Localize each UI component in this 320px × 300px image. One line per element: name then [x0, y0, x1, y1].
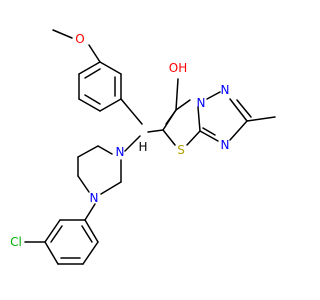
- bond: [199, 130, 219, 142]
- bond: [88, 44, 101, 63]
- bond: [44, 219, 61, 243]
- triazole-nitrogen-bottom-label: N: [221, 138, 230, 152]
- bond: [246, 116, 276, 122]
- bond: [99, 98, 122, 112]
- triazole-nitrogen-top-label: N: [221, 83, 230, 97]
- bond: [78, 98, 101, 112]
- methoxy-oxygen-label: O: [75, 32, 84, 46]
- hydroxyl-label: OH: [169, 61, 187, 75]
- bond: [165, 109, 177, 125]
- molecule-structure: O OH N N N S H N N Cl: [10, 29, 276, 265]
- sulfur-label: S: [177, 143, 185, 157]
- piperazine-nitrogen-top-label: N: [116, 145, 125, 159]
- bond: [84, 203, 96, 221]
- bond: [175, 99, 191, 111]
- bond: [77, 175, 90, 193]
- bond: [78, 61, 101, 75]
- bond: [100, 181, 122, 195]
- molecule-diagram: O OH N N N S H N N Cl: [10, 29, 276, 265]
- bond: [197, 106, 201, 132]
- bond-group: [24, 29, 276, 265]
- bond: [97, 145, 113, 155]
- bond: [162, 129, 176, 146]
- bond: [229, 98, 248, 122]
- bond: [206, 91, 221, 100]
- bond: [84, 219, 99, 243]
- methine-hydrogen-label: H: [138, 140, 147, 154]
- bond: [50, 225, 63, 243]
- bond: [186, 130, 201, 146]
- bond: [52, 29, 73, 39]
- bond: [120, 98, 143, 125]
- bond: [99, 61, 122, 75]
- bond: [77, 145, 99, 158]
- piperazine-nitrogen-bottom-label: N: [90, 191, 99, 205]
- bond: [44, 241, 59, 265]
- atom-labels: O OH N N N S H N N Cl: [10, 32, 229, 249]
- bridgehead-nitrogen-label: N: [197, 96, 206, 110]
- bond: [84, 68, 101, 79]
- bond: [236, 99, 252, 118]
- bond: [229, 120, 248, 141]
- bond: [81, 225, 93, 243]
- bond: [84, 94, 101, 105]
- bond: [82, 241, 99, 265]
- chlorine-label: Cl: [10, 235, 22, 249]
- bond: [124, 135, 141, 152]
- bond: [202, 127, 216, 136]
- bond: [175, 78, 179, 111]
- bond: [147, 129, 164, 133]
